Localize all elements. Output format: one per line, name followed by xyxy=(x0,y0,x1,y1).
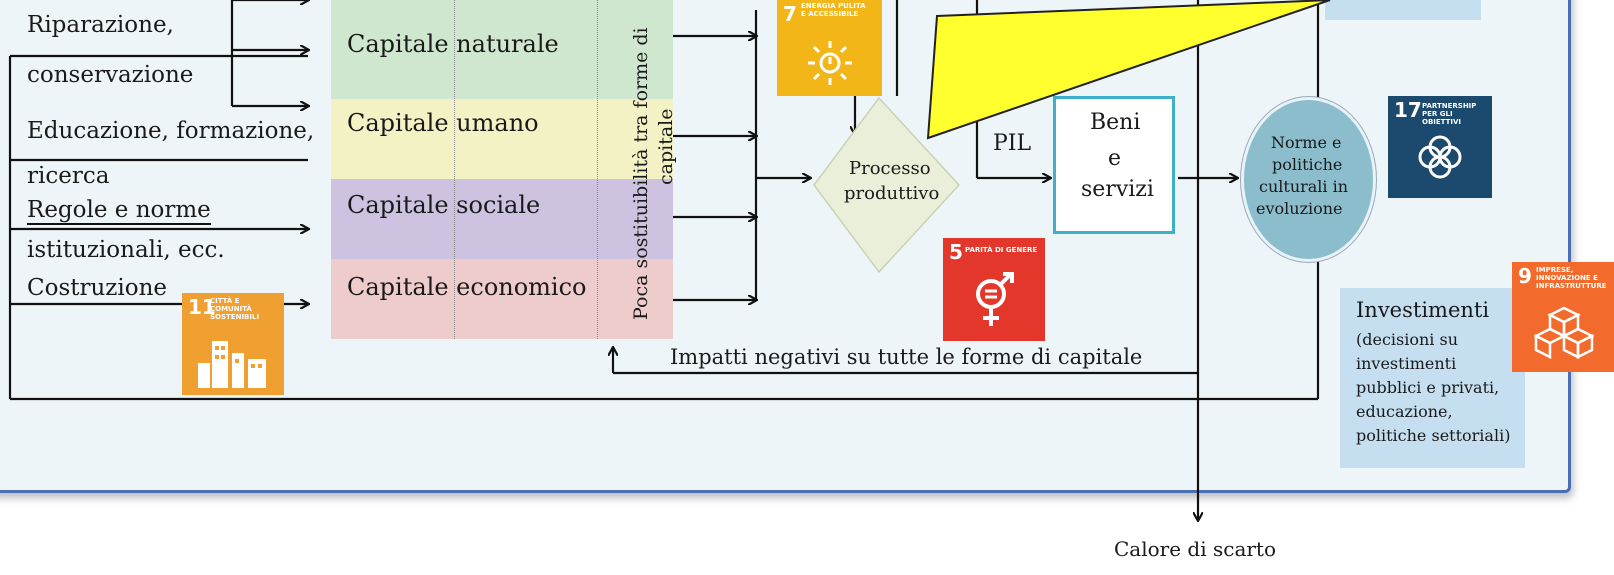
sdg-17-tile: 17 Partnership per gli obiettivi xyxy=(1388,96,1492,198)
sdg-11-tile: 11 Città e comunità sostenibili xyxy=(182,293,284,395)
norms-line4: evoluzione xyxy=(1256,199,1343,218)
negative-impacts-label: Impatti negativi su tutte le forme di ca… xyxy=(670,345,1143,369)
sdg-11-caption: Città e comunità sostenibili xyxy=(210,297,260,321)
sdg-9-caption: Imprese, innovazione e infrastrutture xyxy=(1536,266,1607,290)
gender-equality-icon xyxy=(976,272,1014,326)
input-riparazione: Riparazione, xyxy=(27,12,174,38)
goods-line3: servizi xyxy=(1081,177,1154,202)
goods-line2: e xyxy=(1108,146,1122,171)
investments-line3: pubblici e privati, xyxy=(1356,378,1500,397)
norms-line2: politiche xyxy=(1272,155,1343,174)
investments-line5: politiche settoriali) xyxy=(1356,426,1511,445)
process-diamond xyxy=(813,96,961,274)
capital-divider-dotted xyxy=(454,0,455,339)
capital-band-social: Capitale sociale xyxy=(331,179,673,259)
capital-band-economic: Capitale economico xyxy=(331,259,673,339)
sdg-5-tile: 5 Parità di genere xyxy=(943,238,1045,341)
input-educazione: Educazione, formazione, xyxy=(27,118,315,144)
norms-line3: culturali in xyxy=(1259,177,1349,196)
input-istituzionali: istituzionali, ecc. xyxy=(27,237,225,263)
capital-divider-dotted-2 xyxy=(597,0,598,339)
top-right-blue-box xyxy=(1325,0,1481,20)
city-buildings-icon xyxy=(198,341,266,388)
goods-box xyxy=(1053,96,1175,234)
stacked-cubes-icon xyxy=(1534,306,1594,360)
input-regole: Regole e norme xyxy=(27,197,211,225)
input-conservazione: conservazione xyxy=(27,62,194,88)
input-ricerca: ricerca xyxy=(27,163,110,189)
sdg-9-tile: 9 Imprese, innovazione e infrastrutture xyxy=(1512,262,1614,372)
capital-natural-label: Capitale naturale xyxy=(347,30,559,58)
capital-band-human: Capitale umano xyxy=(331,99,673,179)
waste-heat-label: Calore di scarto xyxy=(1114,537,1277,561)
capital-human-label: Capitale umano xyxy=(347,109,539,137)
investments-line2: investimenti xyxy=(1356,354,1457,373)
capital-social-label: Capitale sociale xyxy=(347,191,541,219)
capital-economic-label: Capitale economico xyxy=(347,273,587,301)
sdg-5-caption: Parità di genere xyxy=(965,246,1038,254)
norms-circle xyxy=(1241,97,1376,262)
process-label-1: Processo xyxy=(849,158,931,179)
capital-band-natural: Capitale naturale xyxy=(331,0,673,99)
investments-line4: educazione, xyxy=(1356,402,1453,421)
sun-power-icon xyxy=(808,41,852,85)
investments-box xyxy=(1340,288,1525,468)
sdg-7-tile: 7 Energia pulita e accessibile xyxy=(777,0,882,96)
gdp-label: PIL xyxy=(993,131,1032,156)
investments-title: Investimenti xyxy=(1356,298,1490,322)
investments-line1: (decisioni su xyxy=(1356,330,1459,349)
sdg-7-caption: Energia pulita e accessibile xyxy=(801,2,866,18)
process-label-2: produttivo xyxy=(844,183,940,204)
partnership-rings-icon xyxy=(1418,135,1462,179)
input-costruzione: Costruzione xyxy=(27,275,168,301)
goods-line1: Beni xyxy=(1090,110,1141,135)
norms-line1: Norme e xyxy=(1271,133,1342,152)
sdg-17-caption: Partnership per gli obiettivi xyxy=(1422,102,1477,126)
